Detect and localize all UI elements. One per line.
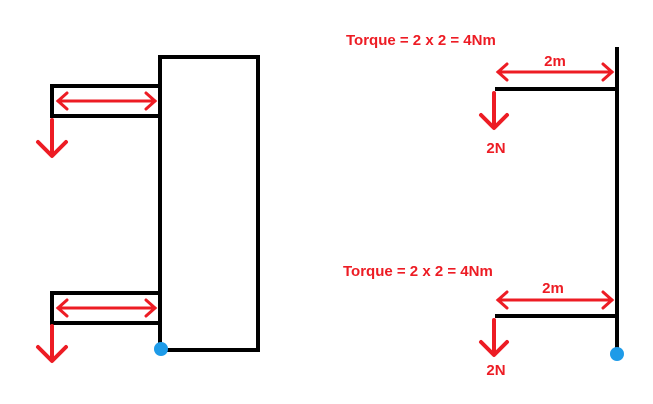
top-torque-label: Torque = 2 x 2 = 4Nm bbox=[346, 32, 496, 49]
bottom-distance-arrow bbox=[495, 290, 615, 310]
bottom-distance-label: 2m bbox=[542, 280, 564, 297]
right-pivot-point bbox=[610, 347, 624, 361]
bottom-force-arrow bbox=[479, 318, 509, 357]
left-structure bbox=[50, 55, 260, 352]
top-force-arrow bbox=[479, 91, 509, 130]
upper-arm bbox=[50, 84, 162, 118]
bottom-torque-label: Torque = 2 x 2 = 4Nm bbox=[343, 263, 493, 280]
top-force-label: 2N bbox=[486, 140, 505, 157]
bottom-force-label: 2N bbox=[486, 362, 505, 379]
left-lower-distance-arrow bbox=[55, 298, 158, 318]
left-upper-distance-arrow bbox=[55, 91, 158, 111]
right-structure bbox=[495, 47, 619, 352]
lower-arm bbox=[50, 291, 162, 325]
left-upper-force-arrow bbox=[36, 118, 68, 158]
top-distance-label: 2m bbox=[544, 53, 566, 70]
top-distance-arrow bbox=[495, 62, 615, 82]
left-lower-force-arrow bbox=[36, 324, 68, 363]
left-pivot-point bbox=[154, 342, 168, 356]
main-box bbox=[158, 55, 260, 352]
